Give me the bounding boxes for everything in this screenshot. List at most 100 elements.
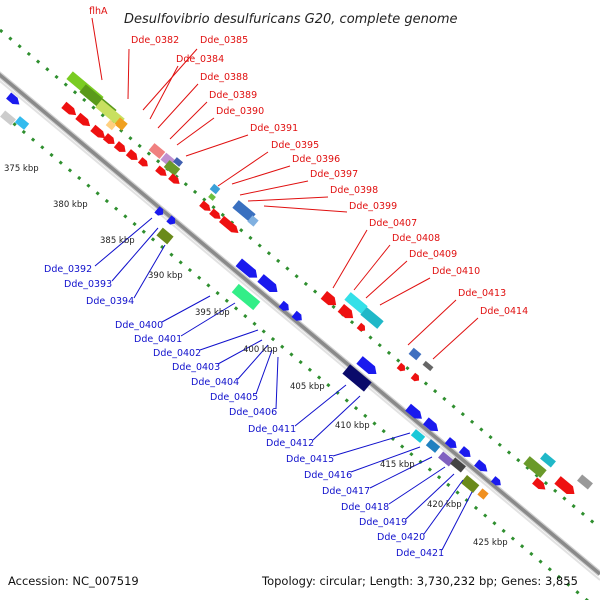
gene-arrow-shape [235, 258, 258, 278]
dotted-track-line [0, 110, 590, 600]
reverse-gene-label: Dde_0416 [304, 470, 352, 481]
gene-block [156, 227, 174, 245]
gene-arrow-shape [102, 133, 115, 144]
reverse-gene-label: Dde_0415 [286, 454, 334, 465]
reverse-gene-label: Dde_0417 [322, 486, 370, 497]
forward-leader-line [231, 165, 291, 185]
gene-block-shape [450, 457, 466, 473]
gene-arrow-shape [490, 476, 501, 486]
forward-gene-label: Dde_0413 [458, 288, 506, 299]
kbp-tick-label: 405 kbp [290, 382, 325, 392]
gene-arrow [422, 417, 439, 432]
forward-leader-line [353, 244, 391, 291]
gene-arrow [405, 403, 422, 419]
gene-arrow [155, 165, 167, 176]
gene-block [247, 215, 259, 227]
gene-block-shape [209, 183, 221, 195]
kbp-tick-label: 415 kbp [380, 460, 415, 470]
forward-gene-label: Dde_0391 [250, 123, 298, 134]
reverse-gene-label: Dde_0404 [191, 377, 239, 388]
forward-gene-label: Dde_0395 [271, 140, 319, 151]
kbp-tick-label: 425 kbp [473, 538, 508, 548]
reverse-gene-label: Dde_0405 [210, 392, 258, 403]
kbp-tick-label: 395 kbp [195, 308, 230, 318]
reverse-gene-label: Dde_0394 [86, 296, 134, 307]
gene-arrow-shape [396, 362, 406, 372]
gene-arrow-shape [422, 417, 439, 432]
gene-block [14, 116, 30, 130]
gene-block-shape [344, 292, 368, 314]
gene-arrow [235, 258, 258, 278]
forward-leader-line [142, 48, 198, 111]
forward-leader-line [169, 101, 208, 140]
reverse-gene-labels: Dde_0392Dde_0393Dde_0394Dde_0400Dde_0401… [44, 264, 444, 559]
reverse-leader-line [350, 446, 421, 473]
forward-leader-line [176, 117, 215, 146]
reverse-gene-label: Dde_0411 [248, 424, 296, 435]
gene-block-shape [247, 215, 259, 227]
gene-arrow [554, 476, 575, 495]
gene-block [344, 292, 368, 314]
forward-gene-label: Dde_0396 [292, 154, 340, 165]
kbp-tick-label: 390 kbp [148, 271, 183, 281]
gene-arrow [291, 310, 302, 321]
kbp-tick-label: 385 kbp [100, 236, 135, 246]
reverse-leader-line [217, 339, 263, 365]
reverse-gene-label: Dde_0400 [115, 320, 163, 331]
gene-block [209, 183, 221, 195]
gene-block-shape [208, 193, 216, 201]
kbp-tick-label: 410 kbp [335, 421, 370, 431]
reverse-leader-line [199, 329, 259, 351]
forward-leader-line [149, 65, 179, 120]
reverse-gene-label: Dde_0392 [44, 264, 92, 275]
gene-block [408, 347, 422, 361]
gene-arrow-shape [209, 208, 221, 219]
gene-arrow [154, 206, 164, 216]
gene-block [208, 193, 216, 201]
gene-block-shape [0, 110, 16, 126]
forward-leader-line [247, 196, 329, 202]
gene-block-shape [231, 283, 261, 311]
reverse-leader-line [237, 344, 269, 380]
gene-block [577, 474, 593, 490]
gene-arrow-shape [410, 372, 420, 382]
forward-leader-line [365, 260, 408, 299]
gene-block [0, 110, 16, 126]
forward-gene-label: Dde_0407 [369, 218, 417, 229]
gene-arrow [125, 149, 138, 160]
forward-gene-label: Dde_0385 [200, 35, 248, 46]
gene-arrow [199, 200, 211, 211]
gene-block [477, 488, 489, 500]
gene-block [232, 200, 256, 222]
reverse-leader-line [423, 479, 464, 535]
gene-arrow [444, 437, 457, 448]
gene-arrow [278, 300, 289, 311]
gene-block-shape [540, 452, 556, 468]
gene-block [95, 99, 125, 127]
gene-block-shape [114, 117, 128, 131]
gene-arrow-shape [154, 206, 164, 216]
gene-block-shape [460, 475, 480, 493]
gene-arrow-shape [444, 437, 457, 448]
reverse-gene-label: Dde_0412 [266, 438, 314, 449]
gene-arrow-shape [155, 165, 167, 176]
accession-text: Accession: NC_007519 [8, 574, 139, 588]
reverse-leader-line [388, 466, 446, 505]
gene-block-shape [148, 143, 166, 159]
gene-block-shape [173, 157, 183, 167]
gene-arrow [166, 215, 176, 225]
forward-leader-line [407, 299, 457, 346]
forward-gene-label: Dde_0390 [216, 106, 264, 117]
forward-gene-label: Dde_0410 [432, 266, 480, 277]
gene-arrow [218, 215, 239, 234]
gene-block [105, 119, 117, 131]
forward-gene-label: Dde_0399 [349, 201, 397, 212]
gene-arrow-shape [137, 157, 148, 167]
gene-block [422, 360, 434, 372]
gene-arrow-shape [356, 356, 377, 375]
forward-gene-label: Dde_0409 [409, 249, 457, 260]
gene-block [342, 364, 372, 392]
gene-block [523, 456, 547, 478]
gene-arrow [168, 173, 180, 184]
forward-gene-label: Dde_0384 [176, 54, 224, 65]
